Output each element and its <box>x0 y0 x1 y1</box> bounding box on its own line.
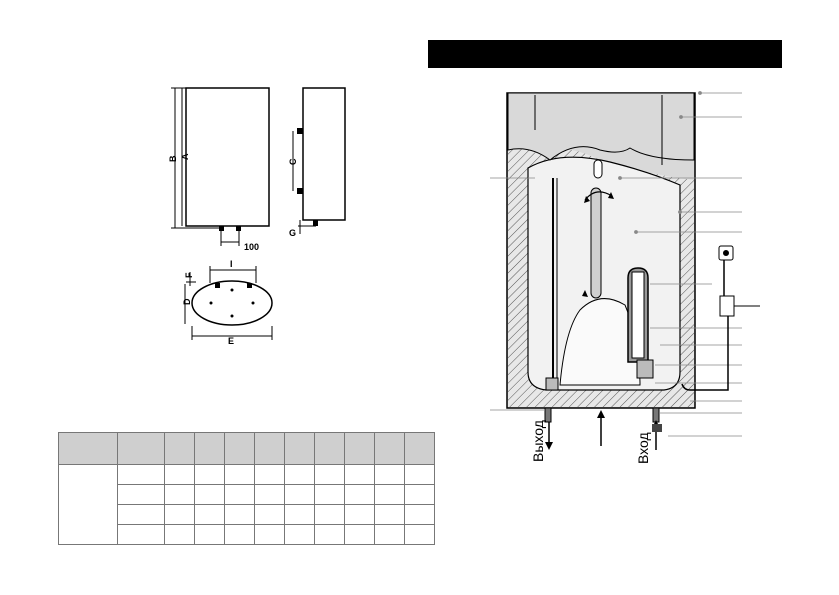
spec-table <box>58 432 435 545</box>
dim-label-b: B <box>168 155 178 162</box>
dimension-drawing: B A 100 C G I F D E <box>168 87 346 346</box>
dim-label-e: E <box>228 336 234 346</box>
dim-label-i: I <box>230 259 233 269</box>
thermostat <box>636 359 654 379</box>
dim-label-c: C <box>288 158 298 165</box>
hot-water-tube <box>590 187 602 299</box>
callout-lines <box>490 91 742 437</box>
outlet-pipe <box>544 407 552 423</box>
heater-front-view <box>185 87 270 227</box>
outlet-label: Выход <box>530 420 546 462</box>
heater-cutaway-diagram: Выход Вход <box>490 91 760 464</box>
table-header-row <box>58 432 435 465</box>
dim-label-g: G <box>289 228 296 238</box>
dim-label-d: D <box>182 298 192 305</box>
heater-side-view <box>302 87 346 221</box>
inlet-pipe <box>652 407 660 423</box>
table-row <box>59 504 435 525</box>
inlet-label: Вход <box>635 432 651 464</box>
dim-label-a: A <box>180 153 190 160</box>
heater-oval-top-view <box>191 280 273 326</box>
dim-label-offset: 100 <box>244 242 259 252</box>
dim-label-f: F <box>184 272 194 278</box>
table-row <box>58 464 435 545</box>
power-cord <box>681 245 760 391</box>
section-header-bar <box>428 40 782 68</box>
cutaway-tear <box>507 92 695 161</box>
table-row <box>59 524 435 545</box>
